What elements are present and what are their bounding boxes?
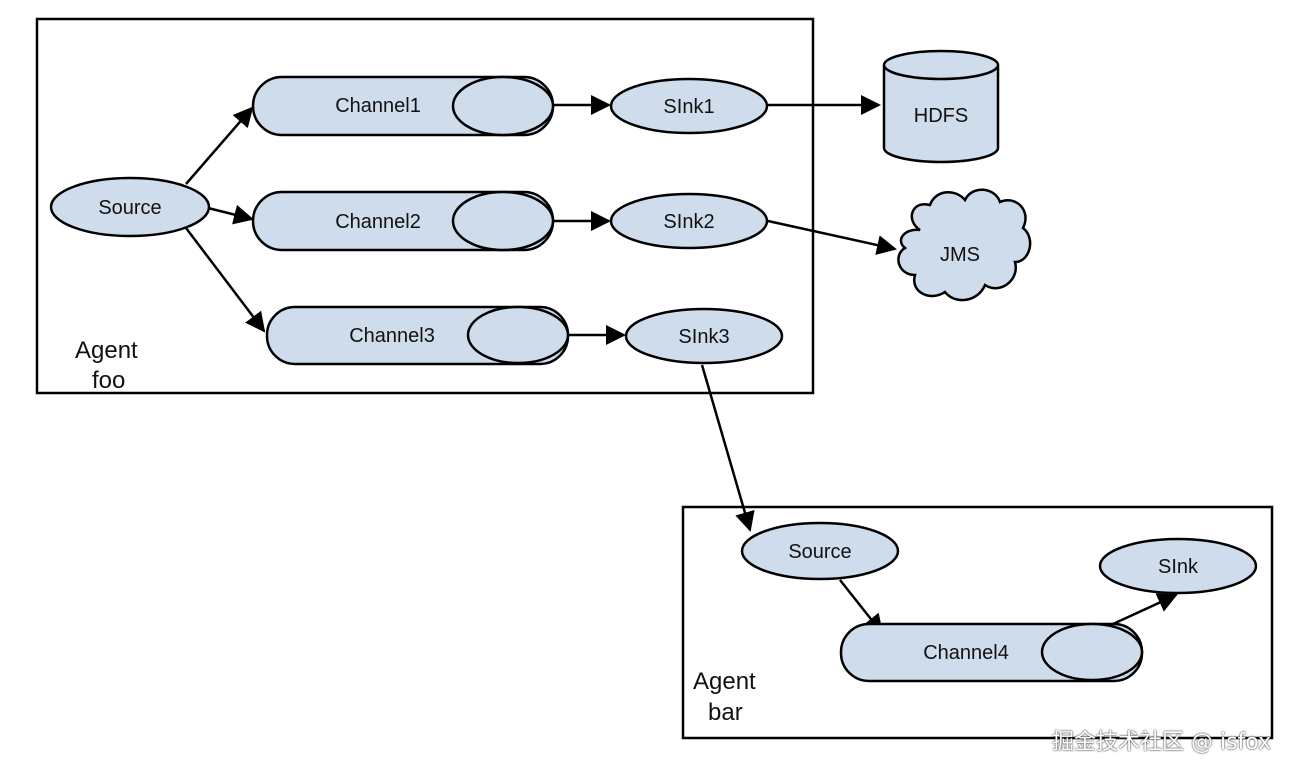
arrow-sink3-bar-source [700, 364, 755, 532]
hdfs-label: HDFS [914, 105, 968, 127]
agent-foo-label-line1: Agent [75, 337, 138, 364]
arrow-channel4-sink [1112, 593, 1178, 626]
sink2-label: SInk2 [663, 211, 714, 233]
sink3-label: SInk3 [678, 326, 729, 348]
arrow-sink2-jms [767, 219, 897, 255]
channel3-node [265, 305, 570, 366]
agent-bar-box [681, 505, 1274, 740]
arrow-source-channel2 [207, 204, 254, 225]
channel2-label: Channel2 [335, 211, 421, 233]
jms-label: JMS [940, 244, 980, 266]
agent-foo-box [35, 17, 815, 395]
sink2-node [609, 192, 769, 250]
channel1-label: Channel1 [335, 95, 421, 117]
channel4-label: Channel4 [923, 642, 1009, 664]
foo-source-label: Source [98, 197, 161, 219]
jms-cloud [897, 188, 1032, 302]
bar-sink-label: SInk [1158, 556, 1199, 578]
foo-source-node [49, 176, 211, 238]
agent-foo-label-line2: foo [92, 367, 125, 394]
channel1-node [251, 75, 555, 137]
flow-arrows [185, 95, 1178, 635]
arrow-source-channel1 [185, 106, 254, 185]
channel2-node [251, 190, 555, 252]
bar-sink-node [1098, 537, 1258, 595]
sink1-label: SInk1 [663, 96, 714, 118]
channel4-node [839, 622, 1144, 683]
bar-source-label: Source [788, 541, 851, 563]
agent-bar-label-line2: bar [708, 699, 743, 726]
sink3-node [624, 307, 784, 365]
bar-source-node [740, 521, 900, 581]
arrow-source-channel3 [185, 227, 266, 333]
hdfs-cylinder [882, 49, 1000, 164]
agent-bar-label-line1: Agent [693, 668, 756, 695]
watermark-text: 掘金技术社区 @ isfox [1052, 730, 1272, 755]
channel3-label: Channel3 [349, 325, 435, 347]
sink1-node [609, 77, 769, 135]
